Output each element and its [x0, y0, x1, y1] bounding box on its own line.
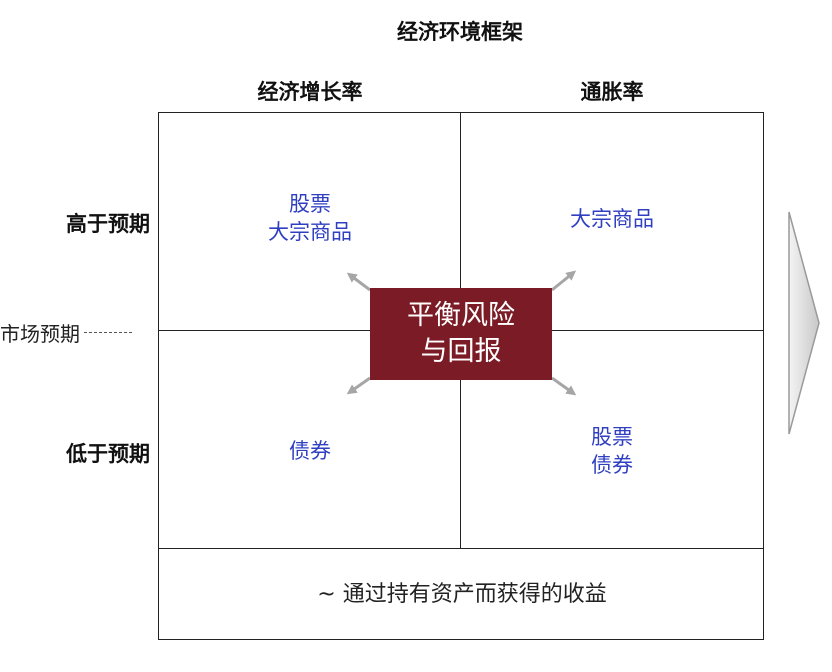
row-label-above-expectations: 高于预期 [66, 212, 150, 236]
quadrant-asset: 债券 [591, 453, 633, 477]
center-line: 平衡风险 [407, 300, 515, 331]
chevron-right-icon [788, 211, 820, 435]
diagram-title: 经济环境框架 [397, 20, 523, 44]
quadrant-growth-low: 债券 [160, 437, 460, 465]
quadrant-asset: 大宗商品 [268, 220, 352, 244]
center-line: 与回报 [420, 336, 502, 367]
quadrant-inflation-high: 大宗商品 [462, 205, 762, 233]
quadrant-asset: 债券 [289, 439, 331, 463]
market-expectation-text: 市场预期 [0, 322, 80, 346]
quadrant-inflation-low: 股票 债券 [462, 423, 762, 479]
row-label-below-expectations: 低于预期 [66, 442, 150, 466]
market-expectation-dashed-line [84, 332, 132, 333]
market-expectation-label: 市场预期 [0, 318, 132, 347]
grid-frame [158, 112, 764, 640]
quadrant-asset: 股票 [591, 425, 633, 449]
quadrant-asset: 股票 [289, 192, 331, 216]
grid-footer-divider [158, 548, 764, 549]
quadrant-asset: 大宗商品 [570, 207, 654, 231]
column-header-growth: 经济增长率 [257, 80, 363, 104]
column-header-inflation: 通胀率 [580, 80, 644, 104]
footer-note: ~ 通过持有资产而获得的收益 [317, 582, 607, 607]
balance-risk-return-box: 平衡风险 与回报 [370, 288, 552, 380]
quadrant-growth-high: 股票 大宗商品 [160, 190, 460, 246]
